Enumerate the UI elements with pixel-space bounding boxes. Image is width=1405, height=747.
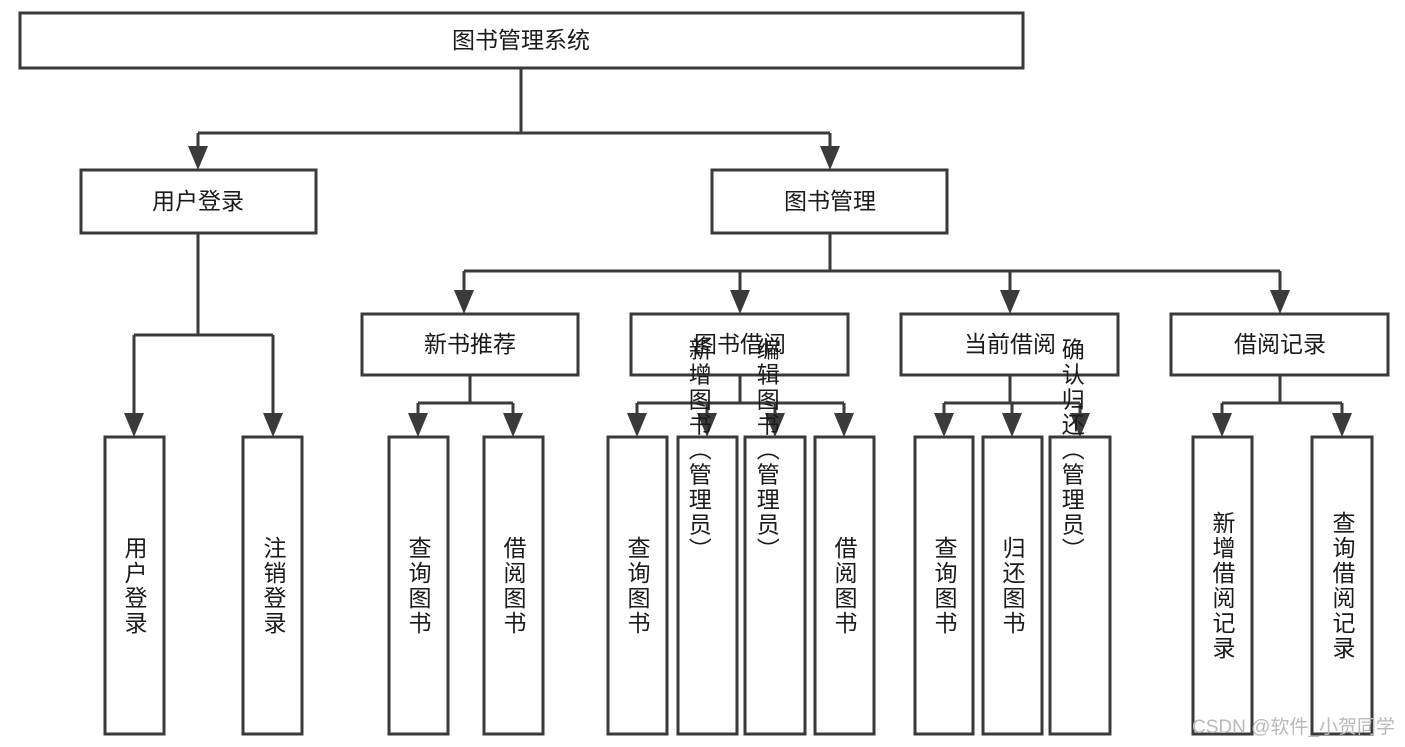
node-leaf-return-book-label: 归还图书 [999, 536, 1026, 636]
arrow-head-current-borrow [1000, 290, 1020, 314]
node-leaf-query-record-box[interactable] [1310, 435, 1374, 736]
node-user-login-label: 用户登录 [152, 188, 244, 214]
arrow-head-borrow-record [1270, 290, 1290, 314]
connector-group-current-borrow [934, 375, 1090, 437]
node-leaf-return-book[interactable]: 归还图书 [981, 435, 1044, 736]
node-borrow-record-label: 借阅记录 [1234, 331, 1326, 357]
connector-group-root [188, 68, 840, 170]
node-leaf-query-book-3[interactable]: 查询图书 [913, 435, 975, 736]
arrow-head-leaf-borrow-book-2 [834, 413, 854, 437]
node-user-login-box[interactable] [79, 168, 318, 235]
node-root-box[interactable] [18, 11, 1025, 70]
node-leaf-confirm-return-box[interactable] [1048, 435, 1112, 736]
arrow-head-new-book-recommend [454, 290, 474, 314]
node-current-borrow-label: 当前借阅 [964, 331, 1056, 357]
node-leaf-query-record-label: 查询借阅记录 [1329, 511, 1356, 661]
arrow-head-leaf-query-book-3 [934, 413, 954, 437]
node-leaf-borrow-book-1-label: 借阅图书 [500, 536, 527, 636]
node-leaf-add-record[interactable]: 新增借阅记录 [1191, 435, 1254, 736]
node-root[interactable]: 图书管理系统 [18, 11, 1025, 70]
arrow-head-leaf-user-login [124, 413, 144, 437]
node-leaf-query-book-2-box[interactable] [606, 435, 669, 736]
arrow-head-leaf-confirm-return [1070, 413, 1090, 437]
node-leaf-add-record-box[interactable] [1191, 435, 1254, 736]
node-leaf-edit-book-label: 编辑图书（管理员） [753, 338, 780, 563]
node-leaf-add-book-box[interactable] [676, 435, 739, 736]
node-leaf-query-book-2-label: 查询图书 [624, 536, 651, 636]
arrow-head-user-login [188, 146, 208, 170]
node-leaf-query-book-3-label: 查询图书 [931, 536, 958, 636]
node-leaf-edit-book[interactable]: 编辑图书（管理员） [743, 338, 807, 736]
node-leaf-return-book-box[interactable] [981, 435, 1044, 736]
node-borrow-record-box[interactable] [1169, 312, 1390, 377]
node-leaf-user-login-box[interactable] [103, 435, 166, 736]
arrow-head-leaf-edit-book [765, 413, 785, 437]
node-new-book-recommend-label: 新书推荐 [424, 331, 516, 357]
arrow-head-book-borrow [730, 290, 750, 314]
node-leaf-user-login-label: 用户登录 [121, 536, 148, 636]
node-leaf-borrow-book-2[interactable]: 借阅图书 [813, 435, 876, 736]
node-leaf-borrow-book-1-box[interactable] [482, 435, 545, 736]
node-leaf-query-book-3-box[interactable] [913, 435, 975, 736]
node-leaf-query-book-1[interactable]: 查询图书 [387, 435, 450, 736]
node-leaf-query-book-1-label: 查询图书 [405, 536, 432, 636]
watermark-label: CSDN @软件_小贺同学 [1192, 716, 1395, 738]
node-leaf-borrow-book-2-box[interactable] [813, 435, 876, 736]
node-book-borrow-box[interactable] [629, 312, 850, 377]
node-user-login[interactable]: 用户登录 [79, 168, 318, 235]
node-current-borrow-box[interactable] [899, 312, 1120, 377]
arrow-head-leaf-query-record [1332, 413, 1352, 437]
node-leaf-confirm-return-label: 确认归还（管理员） [1058, 338, 1085, 563]
arrow-head-leaf-return-book [1002, 413, 1022, 437]
node-leaf-edit-book-box[interactable] [743, 435, 807, 736]
connector-group-borrow-record [1212, 375, 1352, 437]
node-book-management[interactable]: 图书管理 [710, 168, 949, 235]
node-leaf-borrow-book-1[interactable]: 借阅图书 [482, 435, 545, 736]
arrow-head-leaf-borrow-book-1 [503, 413, 523, 437]
arrow-head-book-mgmt [820, 146, 840, 170]
node-book-management-label: 图书管理 [784, 188, 876, 214]
node-leaf-logout-login-label: 注销登录 [260, 536, 287, 636]
arrow-head-leaf-logout-login [263, 413, 283, 437]
node-book-borrow[interactable]: 图书借阅 [629, 312, 850, 377]
arrow-head-leaf-query-book-1 [408, 413, 428, 437]
node-leaf-query-book-1-box[interactable] [387, 435, 450, 736]
connector-group-user-login [124, 233, 283, 437]
node-new-book-recommend[interactable]: 新书推荐 [360, 312, 580, 377]
node-leaf-query-record[interactable]: 查询借阅记录 [1310, 435, 1374, 736]
arrow-head-leaf-add-record [1212, 413, 1232, 437]
node-leaf-query-book-2[interactable]: 查询图书 [606, 435, 669, 736]
arrow-head-leaf-query-book-2 [627, 413, 647, 437]
node-leaf-confirm-return[interactable]: 确认归还（管理员） [1048, 338, 1112, 736]
node-leaf-user-login[interactable]: 用户登录 [103, 435, 166, 736]
node-leaf-logout-login[interactable]: 注销登录 [241, 435, 304, 736]
node-current-borrow[interactable]: 当前借阅 [899, 312, 1120, 377]
node-leaf-add-record-label: 新增借阅记录 [1209, 511, 1236, 661]
node-leaf-add-book[interactable]: 新增图书（管理员） [676, 338, 739, 736]
connector-group-book-borrow [627, 375, 854, 437]
node-book-borrow-label: 图书借阅 [694, 331, 786, 357]
arrow-head-leaf-add-book [697, 413, 717, 437]
node-leaf-borrow-book-2-label: 借阅图书 [831, 536, 858, 636]
node-new-book-recommend-box[interactable] [360, 312, 580, 377]
node-borrow-record[interactable]: 借阅记录 [1169, 312, 1390, 377]
node-book-management-box[interactable] [710, 168, 949, 235]
node-leaf-add-book-label: 新增图书（管理员） [685, 338, 712, 563]
connector-group-new-book-recommend [408, 375, 523, 437]
node-leaf-logout-login-box[interactable] [241, 435, 304, 736]
node-root-label: 图书管理系统 [452, 27, 590, 53]
connector-group-book-mgmt [454, 233, 1290, 314]
